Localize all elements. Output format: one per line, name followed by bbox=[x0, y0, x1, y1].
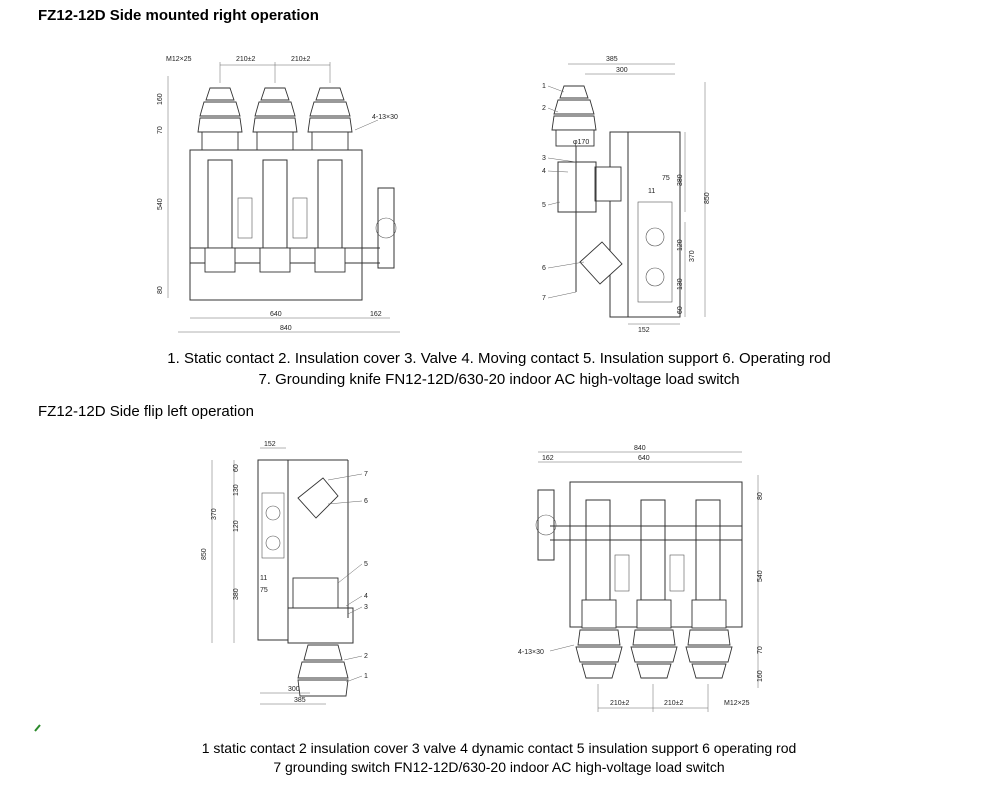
dim-label: 4-13×30 bbox=[372, 114, 398, 121]
dim-label: 80 bbox=[757, 492, 764, 500]
dim-label: 160 bbox=[157, 93, 164, 105]
dim-label: 152 bbox=[638, 327, 650, 334]
dim-label: 385 bbox=[606, 56, 618, 63]
callout-label: 2 bbox=[364, 653, 368, 660]
dim-label: 80 bbox=[157, 286, 164, 294]
callout-label: 4 bbox=[542, 168, 546, 175]
dim-label: 60 bbox=[233, 464, 240, 472]
dim-label: 70 bbox=[157, 126, 164, 134]
section1-title: FZ12-12D Side mounted right operation bbox=[38, 7, 319, 24]
callout-label: 3 bbox=[542, 155, 546, 162]
dim-label: 210±2 bbox=[610, 700, 630, 707]
dim-label: 11 bbox=[648, 188, 655, 195]
callout-label: 2 bbox=[542, 105, 546, 112]
callout-label: 5 bbox=[364, 561, 368, 568]
dim-label: 120 bbox=[677, 239, 684, 251]
dim-label: 640 bbox=[270, 311, 282, 318]
caption-line: 7 grounding switch FN12-12D/630-20 indoo… bbox=[273, 759, 725, 775]
callout-label: 3 bbox=[364, 604, 368, 611]
section2-side-view-drawing: 152 60 130 370 120 850 11 75 380 300 385… bbox=[201, 441, 368, 705]
dim-label: 130 bbox=[233, 484, 240, 496]
dim-label: 300 bbox=[288, 686, 300, 693]
dim-label: 160 bbox=[757, 670, 764, 682]
caption-line: 1. Static contact 2. Insulation cover 3.… bbox=[167, 350, 831, 367]
dim-label: 120 bbox=[233, 520, 240, 532]
dim-label: 60 bbox=[677, 306, 684, 314]
section1-front-view-drawing: M12×25 210±2 210±2 160 70 540 80 4-13×30… bbox=[157, 56, 400, 333]
dim-label: 540 bbox=[757, 570, 764, 582]
dim-label: 162 bbox=[542, 455, 554, 462]
dim-label: 300 bbox=[616, 67, 628, 74]
callout-label: 7 bbox=[542, 295, 546, 302]
callout-label: 6 bbox=[364, 498, 368, 505]
dim-label: 840 bbox=[634, 445, 646, 452]
dim-label: 70 bbox=[757, 646, 764, 654]
dim-label: 75 bbox=[260, 587, 268, 594]
dim-label: 210±2 bbox=[664, 700, 684, 707]
dim-label: M12×25 bbox=[166, 56, 192, 63]
section2-front-view-drawing: 840 162 640 80 540 70 160 4-13×30 210±2 … bbox=[518, 445, 764, 712]
callout-label: 5 bbox=[542, 202, 546, 209]
section1-side-view-drawing: 385 300 φ170 75 11 380 850 120 370 130 6… bbox=[542, 56, 711, 334]
caption-line: 7. Grounding knife FN12-12D/630-20 indoo… bbox=[258, 371, 740, 388]
dim-label: 850 bbox=[704, 192, 711, 204]
dim-label: 4-13×30 bbox=[518, 649, 544, 656]
dim-label: 130 bbox=[677, 278, 684, 290]
dim-label: 152 bbox=[264, 441, 276, 448]
dim-label: 11 bbox=[260, 575, 267, 582]
dim-label: 380 bbox=[677, 174, 684, 186]
callout-label: 1 bbox=[364, 673, 368, 680]
dim-label: 210±2 bbox=[236, 56, 256, 63]
callout-label: 1 bbox=[542, 83, 546, 90]
section2-caption: 1 static contact 2 insulation cover 3 va… bbox=[0, 739, 998, 777]
dim-label: 380 bbox=[233, 588, 240, 600]
dim-label: M12×25 bbox=[724, 700, 750, 707]
dim-label: 540 bbox=[157, 198, 164, 210]
caption-line: 1 static contact 2 insulation cover 3 va… bbox=[201, 740, 797, 756]
dim-label: 840 bbox=[280, 325, 292, 332]
dim-label: 370 bbox=[211, 508, 218, 520]
dim-label: 210±2 bbox=[291, 56, 311, 63]
dim-label: 385 bbox=[294, 697, 306, 704]
dim-label: φ170 bbox=[573, 139, 589, 146]
callout-label: 6 bbox=[542, 265, 546, 272]
callout-label: 7 bbox=[364, 471, 368, 478]
section1-caption: 1. Static contact 2. Insulation cover 3.… bbox=[0, 348, 998, 390]
green-mark bbox=[34, 724, 41, 732]
callout-label: 4 bbox=[364, 593, 368, 600]
dim-label: 75 bbox=[662, 175, 670, 182]
dim-label: 850 bbox=[201, 548, 208, 560]
section2-title: FZ12-12D Side flip left operation bbox=[38, 403, 254, 420]
dim-label: 162 bbox=[370, 311, 382, 318]
dim-label: 640 bbox=[638, 455, 650, 462]
dim-label: 370 bbox=[689, 250, 696, 262]
